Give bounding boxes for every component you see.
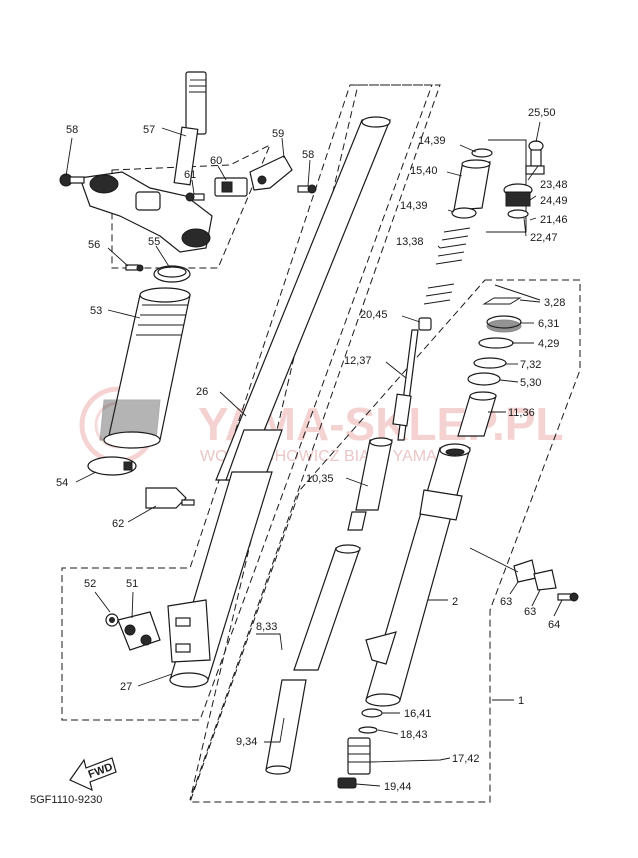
- cap-bolt-25: [525, 140, 545, 175]
- bolt-56: [125, 264, 144, 272]
- callout-14-39b: 14,39: [400, 200, 428, 212]
- washer-14a: [471, 148, 493, 158]
- slide-tube-9: [265, 679, 307, 775]
- adjuster-21-24: [503, 183, 533, 219]
- washer-16: [361, 708, 383, 718]
- callout-63b: 63: [524, 606, 536, 618]
- callout-8-33: 8,33: [256, 621, 277, 633]
- nut-52: [105, 613, 119, 627]
- callout-3-28: 3,28: [544, 297, 565, 309]
- leader-lines: [65, 121, 563, 787]
- callout-63a: 63: [500, 596, 512, 608]
- ring-55: [153, 265, 191, 283]
- spacer-15: [453, 159, 491, 211]
- fork-spring-13: [423, 227, 471, 305]
- bracket-60: [214, 177, 248, 197]
- cable-holder-62: [145, 487, 195, 509]
- dust-boot: [99, 287, 191, 449]
- bolt-19: [337, 777, 357, 789]
- callout-16-41: 16,41: [404, 708, 432, 720]
- right-assembly-frame: [189, 279, 581, 803]
- callout-24-49: 24,49: [540, 195, 568, 207]
- bolt-58a: [59, 173, 85, 187]
- callout-58a: 58: [66, 124, 78, 136]
- lower-bracket: [79, 171, 213, 253]
- slide-tube-8: [293, 544, 361, 671]
- bolt-58b: [297, 184, 317, 194]
- callout-20-45: 20,45: [360, 309, 388, 321]
- callout-15-40: 15,40: [410, 165, 438, 177]
- callout-labels: 58 57 59 58 60 61 56 55 53 26 54 62 52 5…: [56, 107, 568, 793]
- callout-60: 60: [210, 155, 222, 167]
- bolt-64: [557, 592, 579, 602]
- steering-stem: [173, 71, 207, 186]
- hose-clamp-54: [87, 456, 137, 476]
- callout-54: 54: [56, 477, 68, 489]
- callout-58b: 58: [302, 149, 314, 161]
- callout-26: 26: [196, 386, 208, 398]
- bushing-11: [457, 391, 497, 437]
- callout-21-46: 21,46: [540, 214, 568, 226]
- clamp-63b: [533, 569, 557, 591]
- callout-2: 2: [452, 596, 458, 608]
- callout-7-32: 7,32: [520, 359, 541, 371]
- callout-25-50: 25,50: [528, 107, 556, 119]
- damper-rod-12: [392, 329, 419, 441]
- bolt-61: [185, 192, 205, 202]
- callout-17-42: 17,42: [452, 753, 480, 765]
- caliper-bracket-51: [117, 611, 161, 651]
- callout-51: 51: [126, 578, 138, 590]
- callout-6-31: 6,31: [538, 318, 559, 330]
- callout-55: 55: [148, 236, 160, 248]
- callout-13-38: 13,38: [396, 236, 424, 248]
- caliper-mount-27: [167, 599, 211, 663]
- callout-61: 61: [184, 169, 196, 181]
- oring-18: [358, 726, 378, 734]
- collar-20: [418, 317, 432, 331]
- callout-11-36: 11,36: [508, 407, 535, 419]
- callout-14-39a: 14,39: [418, 135, 446, 147]
- callout-1: 1: [518, 695, 524, 707]
- callout-19-44: 19,44: [384, 781, 412, 793]
- callout-56: 56: [88, 239, 100, 251]
- clamp-63a: [513, 559, 537, 583]
- callout-4-29: 4,29: [538, 338, 559, 350]
- outer-tube-assembly-frame: [61, 84, 433, 721]
- diagram-code: 5GF1110-9230: [30, 794, 102, 806]
- oil-seal-6: [486, 315, 522, 333]
- callout-57: 57: [143, 124, 155, 136]
- callout-9-34: 9,34: [236, 736, 257, 748]
- callout-62: 62: [112, 518, 124, 530]
- bracket-59: [249, 155, 293, 191]
- washer-14b: [451, 207, 477, 219]
- callout-22-47: 22,47: [530, 232, 558, 244]
- callout-53: 53: [90, 305, 102, 317]
- piston-ring-part: [347, 511, 367, 531]
- ring-7: [473, 357, 507, 369]
- spring-group-bracket: [494, 284, 541, 301]
- clip-3: [482, 297, 522, 305]
- callout-59: 59: [272, 128, 284, 140]
- forward-arrow-icon: FWD: [69, 757, 117, 792]
- callout-23-48: 23,48: [540, 179, 568, 191]
- callout-52: 52: [84, 578, 96, 590]
- callout-10-35: 10,35: [306, 473, 334, 485]
- callout-27: 27: [120, 681, 132, 693]
- bushing-5: [467, 372, 501, 386]
- base-valve-17: [347, 737, 371, 775]
- inner-tube-right: [365, 443, 471, 707]
- callout-18-43: 18,43: [400, 729, 428, 741]
- callout-64: 64: [548, 619, 560, 631]
- cylinder-10: [355, 437, 393, 511]
- washer-4: [478, 337, 514, 349]
- callout-5-30: 5,30: [520, 377, 541, 389]
- callout-12-37: 12,37: [344, 355, 372, 367]
